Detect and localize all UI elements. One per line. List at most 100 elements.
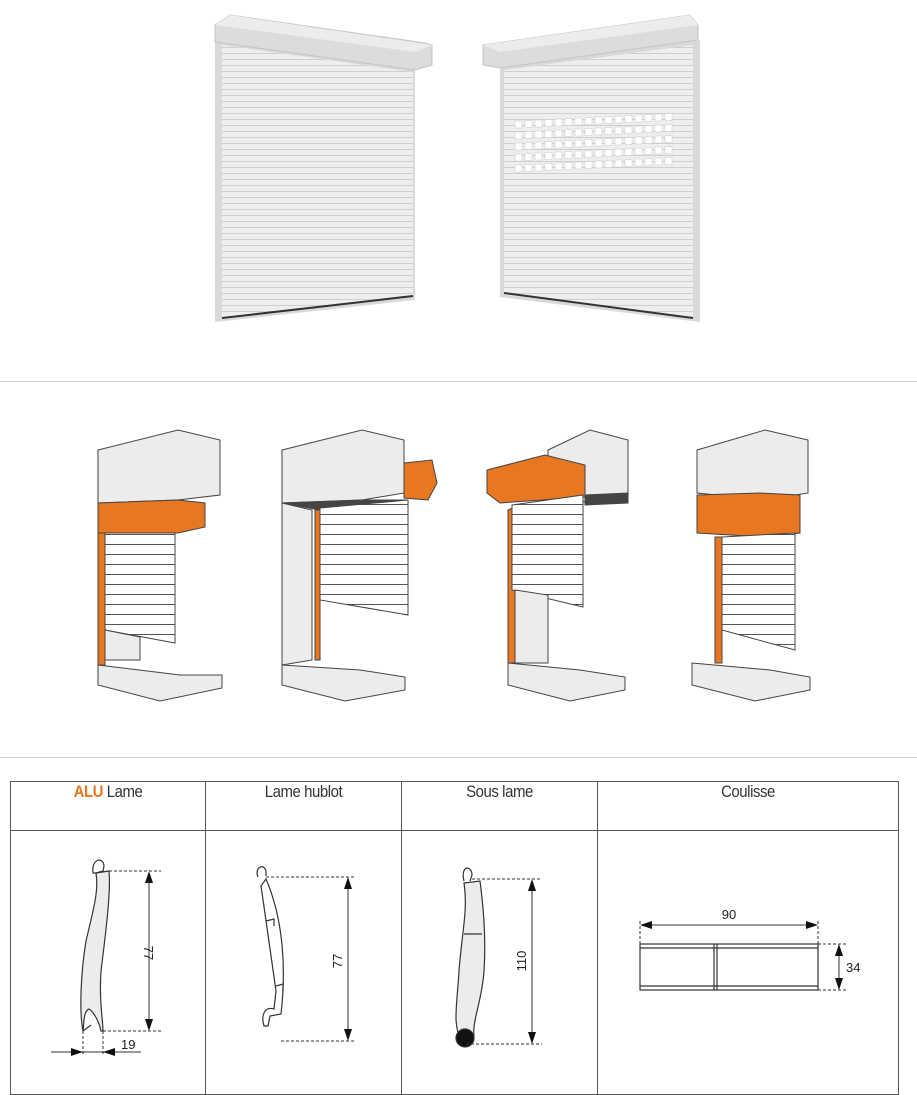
window-slot: [584, 117, 593, 125]
window-slot: [664, 157, 673, 165]
window-slot: [524, 164, 533, 172]
header-alu-lame: ALU Lame: [10, 781, 206, 831]
table-row: 77 19 77: [10, 830, 899, 1095]
coulisse-height: 34: [846, 960, 860, 975]
window-slot: [544, 163, 553, 171]
window-slot: [544, 119, 553, 127]
window-slot: [564, 129, 573, 137]
sous-lame-drawing: 110: [401, 830, 598, 1095]
window-slot: [554, 129, 563, 138]
installation-type-4: [691, 429, 811, 702]
window-slot: [634, 147, 643, 156]
lame-hublot-height: 77: [330, 954, 345, 968]
window-slot: [594, 138, 603, 147]
window-slot: [664, 113, 673, 121]
window-slot: [604, 127, 613, 135]
installation-type-2: [281, 429, 438, 702]
window-slot: [584, 161, 593, 169]
header-sous-lame: Sous lame: [401, 781, 598, 831]
window-slot: [654, 135, 663, 144]
window-slot: [574, 161, 583, 170]
window-slot: [524, 153, 533, 161]
window-slot: [604, 116, 613, 124]
window-slot: [534, 119, 543, 128]
installation-type-1: [97, 429, 223, 702]
lame-label: Lame: [106, 782, 143, 801]
window-slot: [514, 131, 523, 140]
window-slot: [664, 124, 673, 132]
window-slot: [574, 117, 583, 126]
window-slot: [624, 126, 633, 134]
window-slot: [534, 141, 543, 150]
window-slot: [624, 137, 633, 145]
roller-door-plain: [214, 14, 433, 322]
window-slot: [574, 128, 583, 137]
window-slot: [624, 115, 633, 123]
window-slot: [654, 124, 663, 133]
window-slot: [634, 125, 643, 134]
window-slot: [654, 157, 663, 166]
window-slot: [594, 116, 603, 125]
window-slot: [614, 137, 623, 146]
window-slot: [574, 139, 583, 148]
window-slot: [604, 149, 613, 157]
window-slot: [514, 142, 523, 151]
window-slot: [644, 114, 653, 122]
section-divider: [0, 757, 917, 758]
window-slot: [554, 162, 563, 171]
window-slot: [604, 138, 613, 146]
window-slot: [654, 146, 663, 155]
window-slot: [584, 128, 593, 136]
lame-hublot-drawing: 77: [205, 830, 402, 1095]
window-slot: [544, 130, 553, 138]
window-slot: [524, 120, 533, 128]
installation-diagrams: [97, 429, 811, 702]
coulisse-drawing: 90 34: [597, 830, 899, 1095]
window-slot: [524, 131, 533, 139]
window-slot: [644, 158, 653, 166]
window-slot: [594, 149, 603, 158]
profiles-table: ALU Lame Lame hublot Sous lame Coulisse: [10, 781, 899, 1095]
alu-lame-height: 77: [141, 946, 156, 960]
window-slot: [654, 113, 663, 122]
window-slot: [544, 152, 553, 160]
window-slot: [584, 150, 593, 158]
window-slot: [614, 115, 623, 124]
window-slot: [624, 148, 633, 156]
roller-door-illustrations: [214, 14, 700, 322]
window-slot: [564, 151, 573, 159]
window-slot: [554, 140, 563, 149]
window-slot: [514, 153, 523, 162]
header-coulisse: Coulisse: [597, 781, 899, 831]
window-slot: [584, 139, 593, 147]
roller-door-with-window-slats: [482, 14, 700, 322]
header-lame-hublot: Lame hublot: [205, 781, 402, 831]
window-slot: [644, 136, 653, 144]
window-slot: [594, 127, 603, 136]
alu-lame-drawing: 77 19: [10, 830, 206, 1095]
window-slot: [514, 164, 523, 173]
window-slot: [564, 118, 573, 126]
table-header-row: ALU Lame Lame hublot Sous lame Coulisse: [10, 781, 899, 831]
window-slot: [614, 126, 623, 135]
window-slot: [634, 114, 643, 123]
window-slot: [604, 160, 613, 168]
window-slot: [534, 152, 543, 161]
sous-lame-height: 110: [514, 951, 529, 972]
section-divider: [0, 381, 917, 382]
window-slot: [644, 125, 653, 133]
window-slot: [554, 118, 563, 127]
window-slot: [634, 136, 643, 145]
alu-lame-thickness: 19: [121, 1037, 135, 1052]
installation-type-3: [486, 429, 629, 702]
window-slot: [514, 120, 523, 129]
window-slot: [594, 160, 603, 169]
window-slot: [614, 148, 623, 157]
window-slot: [614, 159, 623, 168]
window-slot: [644, 147, 653, 155]
alu-label: ALU: [73, 782, 104, 801]
window-slot: [554, 151, 563, 160]
window-slot: [534, 163, 543, 172]
window-slot: [524, 142, 533, 150]
window-slot: [544, 141, 553, 149]
